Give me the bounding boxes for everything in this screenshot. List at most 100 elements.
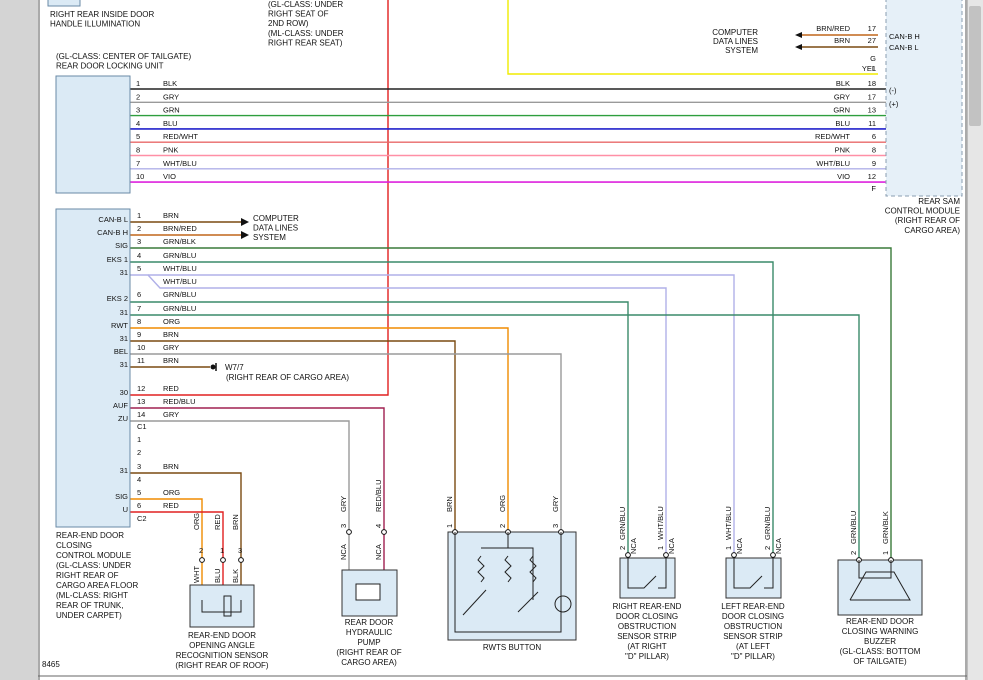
angle-pin-sleeve-2: BLK <box>231 569 240 583</box>
cm-sig-11: 31 <box>120 360 128 369</box>
angle-pin-dot-0 <box>199 557 205 563</box>
cm-wire-4: WHT/BLU <box>163 264 197 273</box>
locking-unit-box <box>55 75 131 194</box>
wire-c1-3 <box>130 472 242 560</box>
lock-rpin-0: 18 <box>868 79 876 88</box>
lock-last-pin: F <box>871 184 876 193</box>
sam-module-title-0: REAR SAM <box>918 197 960 206</box>
cm-wire-3: GRN/BLU <box>163 251 196 260</box>
rwts-pin-num-1: 2 <box>498 524 507 528</box>
control-module-title-8: UNDER CARPET) <box>56 611 122 620</box>
left-strip-pin-sleeve-0: NCA <box>735 538 744 554</box>
right-strip-title-5: "D" PILLAR) <box>625 652 669 661</box>
left-strip-title-1: DOOR CLOSING <box>722 612 784 621</box>
lock-wire-label-5: PNK <box>163 146 178 155</box>
pump-pin-num-1: 4 <box>374 524 383 528</box>
control-module-title-3: (GL-CLASS: UNDER <box>56 561 131 570</box>
angle-pin-wire-2: BRN <box>231 514 240 530</box>
lock-rpin-7: 12 <box>868 172 876 181</box>
lock-pin-7: 10 <box>136 172 144 181</box>
lock-pin-5: 8 <box>136 146 140 155</box>
seat-note-label-4: RIGHT REAR SEAT) <box>268 38 343 47</box>
lock-wire-label-r-3: BLU <box>835 119 850 128</box>
scrollbar-thumb[interactable] <box>969 6 981 126</box>
angle-pin-num-0: 2 <box>199 546 203 555</box>
angle-sensor-title-2: RECOGNITION SENSOR <box>176 651 269 660</box>
pump-title-3: (RIGHT REAR OF <box>336 648 401 657</box>
cm-wire-13: RED <box>163 384 179 393</box>
cm-pin-11: 11 <box>137 356 145 365</box>
cm-wire-0: BRN <box>163 211 179 220</box>
sam-yel-label: YEL <box>862 64 876 73</box>
angle-pin-num-2: 3 <box>238 546 242 555</box>
lock-wire-label-6: WHT/BLU <box>163 159 197 168</box>
cm-wire-9: BRN <box>163 330 179 339</box>
rwts-resistor-0 <box>477 555 485 583</box>
rwts-resistor-2 <box>529 555 537 583</box>
rear-sam-box <box>885 0 963 197</box>
right-strip-pin-wire-0: GRN/BLU <box>618 507 627 540</box>
lock-pin-4: 5 <box>136 132 140 141</box>
cm-sig-2: SIG <box>115 241 128 250</box>
cm-wire-5: WHT/BLU <box>163 277 197 286</box>
cm-wire-11: BRN <box>163 356 179 365</box>
lock-pin-0: 1 <box>136 79 140 88</box>
rwts-circuit-outer <box>454 532 562 633</box>
rwts-pin-num-0: 1 <box>445 524 454 528</box>
symbols-layer <box>199 32 911 633</box>
arrow-can-right-1 <box>795 44 802 50</box>
lock-pin-2: 3 <box>136 106 140 115</box>
left-strip-title-4: (AT LEFT <box>736 642 770 651</box>
lock-sig-1: (+) <box>889 99 899 108</box>
cm-pin-6: 6 <box>137 290 141 299</box>
pump-pin-dot-0 <box>346 529 352 535</box>
rwts-pin-wire-2: GRY <box>551 496 560 512</box>
diagram-id: 8465 <box>42 660 60 669</box>
left-strip-pin-sleeve-1: NCA <box>774 538 783 554</box>
cm-pin-4: 5 <box>137 264 141 273</box>
cm-sig-15: ZU <box>118 414 128 423</box>
wires-layer <box>130 0 892 585</box>
right-strip-pin-num-1: 1 <box>656 546 665 550</box>
cm-sig-19: 31 <box>120 466 128 475</box>
buzzer-pin-num-1: 1 <box>881 551 890 555</box>
buzzer-leads <box>858 560 892 579</box>
cm-computer-label-0: COMPUTER <box>253 214 299 223</box>
cm-pin-1: 2 <box>137 224 141 233</box>
computer-right-2: SYSTEM <box>725 46 758 55</box>
control-module-title-0: REAR-END DOOR <box>56 531 124 540</box>
pump-pin-wire-0: GRY <box>339 496 348 512</box>
cm-sig-10: BEL <box>114 347 128 356</box>
vertical-scrollbar[interactable] <box>967 0 983 680</box>
cm-pin-8: 8 <box>137 317 141 326</box>
ground-id: W7/7 <box>225 363 244 372</box>
cm-sig-0: CAN-B L <box>98 215 128 224</box>
seat-note-label-0: (GL-CLASS: UNDER <box>268 0 343 9</box>
right-strip-pin-sleeve-1: NCA <box>667 538 676 554</box>
wire-bel <box>130 353 562 532</box>
cm-pin-3: 4 <box>137 251 141 260</box>
arrow-can-right-0 <box>795 32 802 38</box>
right-strip-pin-dot-1 <box>663 552 669 558</box>
sam-pin-g: G <box>870 54 876 63</box>
locking-unit-title-0: (GL-CLASS: CENTER OF TAILGATE) <box>56 52 191 61</box>
pump-title-2: PUMP <box>357 638 380 647</box>
wire-rwt <box>130 327 509 532</box>
lock-sig-0: (-) <box>889 86 897 95</box>
right-strip-pin-sleeve-0: NCA <box>629 538 638 554</box>
wire-whtblu-a <box>130 274 667 555</box>
cm-wire-7: GRN/BLU <box>163 304 196 313</box>
wire-auf <box>130 407 385 532</box>
sam-module-title-1: CONTROL MODULE <box>885 207 960 216</box>
cm-pin-16: C1 <box>137 422 147 431</box>
left-strip-pin-wire-0: WHT/BLU <box>724 506 733 540</box>
lock-wire-label-7: VIO <box>163 172 176 181</box>
right-strip-pin-wire-1: WHT/BLU <box>656 506 665 540</box>
rwts-pin-wire-0: BRN <box>445 496 454 512</box>
computer-right-0: COMPUTER <box>712 28 758 37</box>
handle-illum-box <box>47 0 81 7</box>
lock-rpin-5: 8 <box>872 146 876 155</box>
angle-sensor-pot <box>223 595 232 617</box>
component-boxes <box>47 0 963 641</box>
cm-wire-1: BRN/RED <box>163 224 197 233</box>
